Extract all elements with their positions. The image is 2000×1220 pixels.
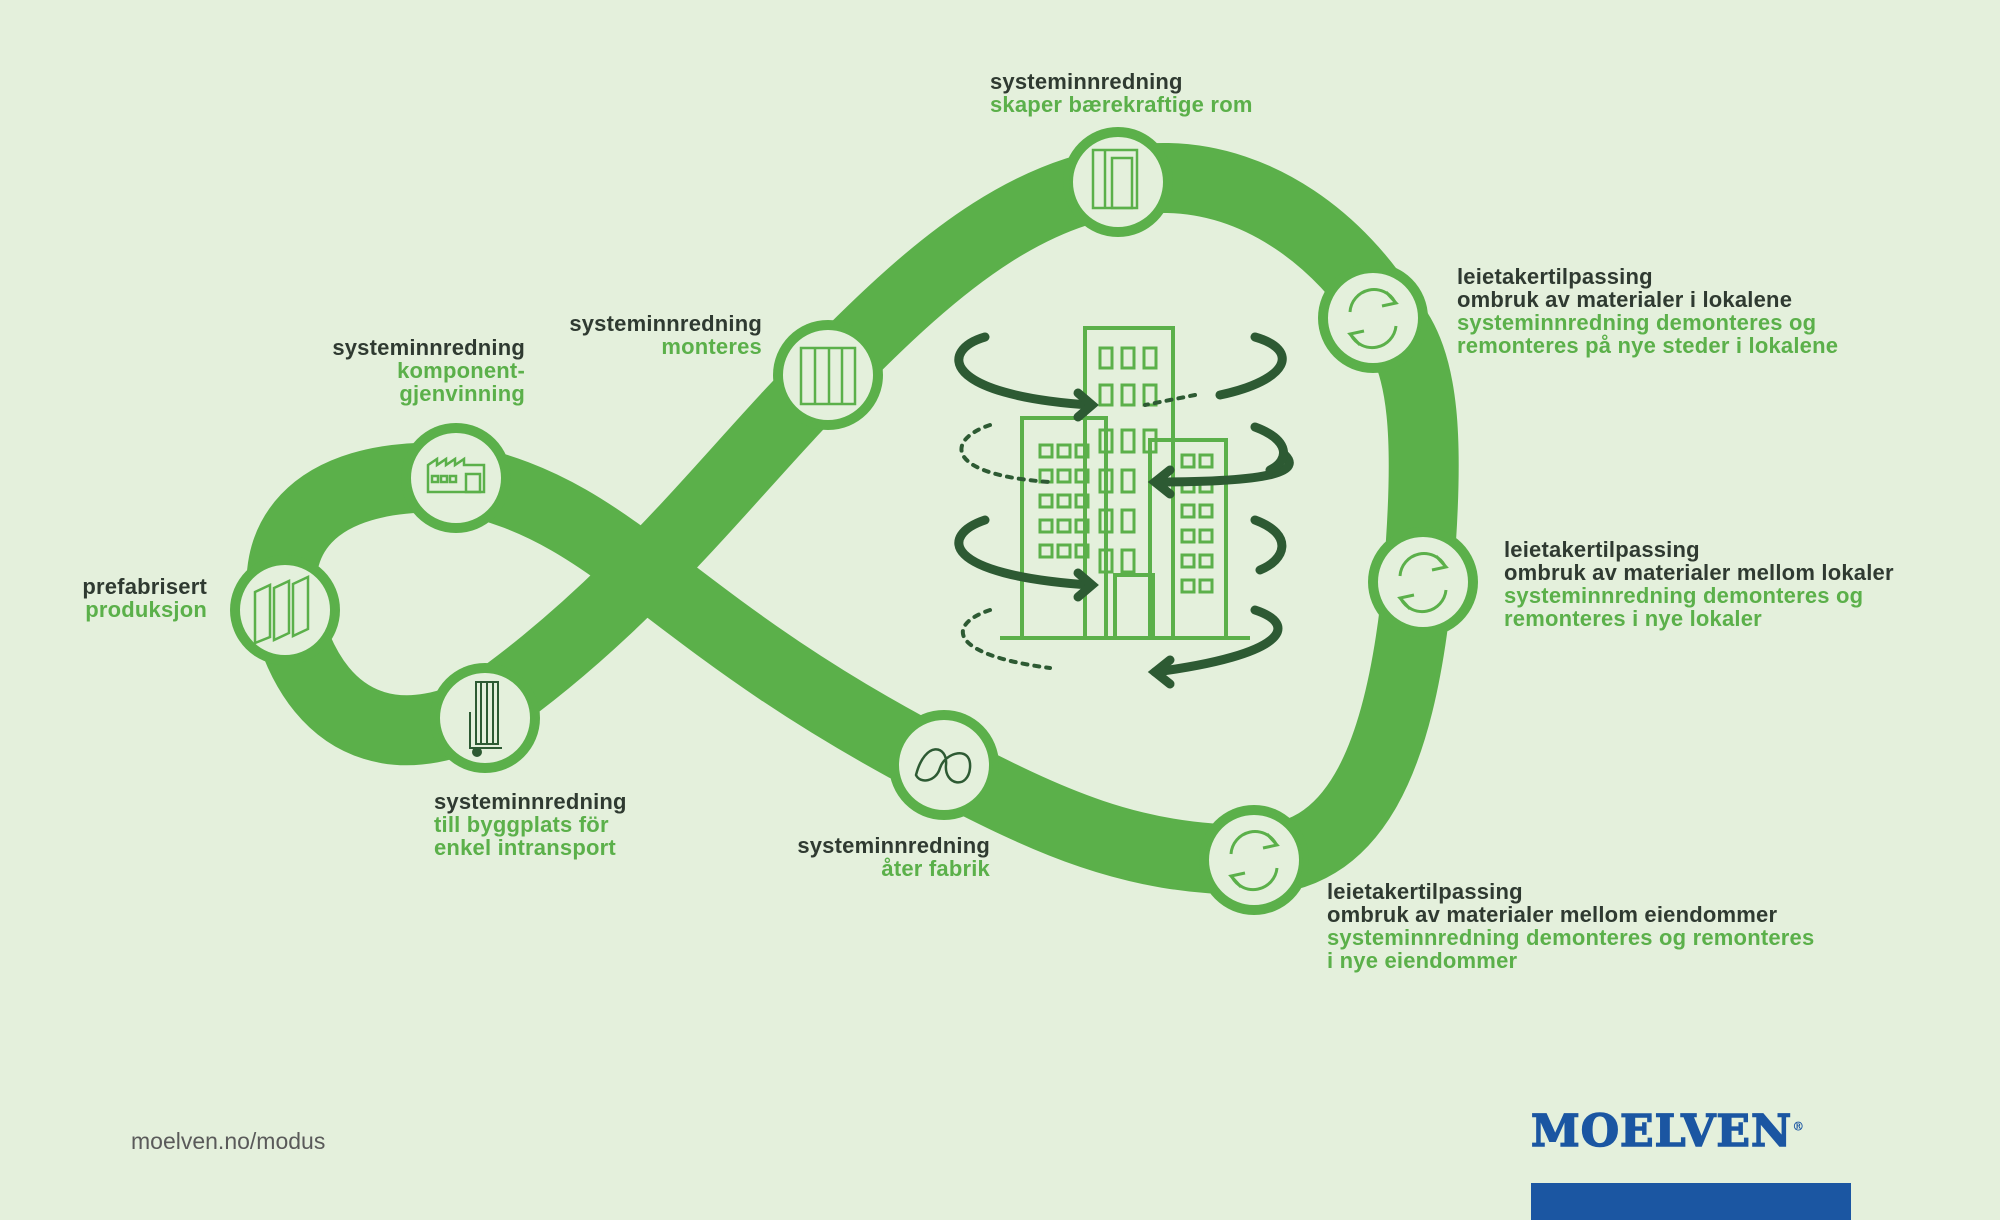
moelven-logo: MOELVEN®	[1530, 1105, 1806, 1158]
rotation-arrows-icon	[954, 332, 1294, 689]
registered-mark: ®	[1792, 1119, 1806, 1134]
node-ater-fabrik	[889, 710, 999, 820]
label-ombruk-i-lokalene: leietakertilpassing ombruk av materialer…	[1457, 264, 1839, 358]
node-ombruk-mellom-lokaler	[1368, 527, 1478, 637]
node-monteres	[773, 320, 883, 430]
recycle-icon	[1397, 552, 1449, 614]
brand-bar	[1531, 1183, 1851, 1220]
node-prefabrisert-produksjon	[230, 555, 340, 665]
node-ombruk-i-lokalene	[1318, 263, 1428, 373]
label-skaper-baerekraftige-rom: systeminnredning skaper bærekraftige rom	[990, 69, 1253, 117]
label-ombruk-mellom-lokaler: leietakertilpassing ombruk av materialer…	[1504, 537, 1894, 631]
infinity-icon	[914, 748, 972, 784]
footer-url[interactable]: moelven.no/modus	[131, 1128, 326, 1154]
label-ombruk-mellom-eiendommer: leietakertilpassing ombruk av materialer…	[1327, 879, 1815, 973]
infinity-loop-path	[246, 142, 1459, 895]
node-skaper-baerekraftige-rom	[1063, 127, 1173, 237]
label-monteres: systeminnredning monteres	[569, 311, 762, 359]
label-prefabrisert-produksjon: prefabrisert produksjon	[82, 574, 207, 622]
recycle-icon	[1228, 830, 1280, 892]
node-komponentgjenvinning	[401, 423, 511, 533]
node-till-byggplats	[430, 663, 540, 773]
label-ater-fabrik: systeminnredning åter fabrik	[797, 833, 990, 881]
logo-text: MOELVEN	[1530, 1105, 1793, 1158]
label-till-byggplats: systeminnredning till byggplats för enke…	[434, 789, 627, 860]
node-ombruk-mellom-eiendommer	[1199, 805, 1309, 915]
label-komponentgjenvinning: systeminnredning komponent- gjenvinning	[332, 335, 525, 406]
recycle-icon	[1347, 288, 1399, 350]
